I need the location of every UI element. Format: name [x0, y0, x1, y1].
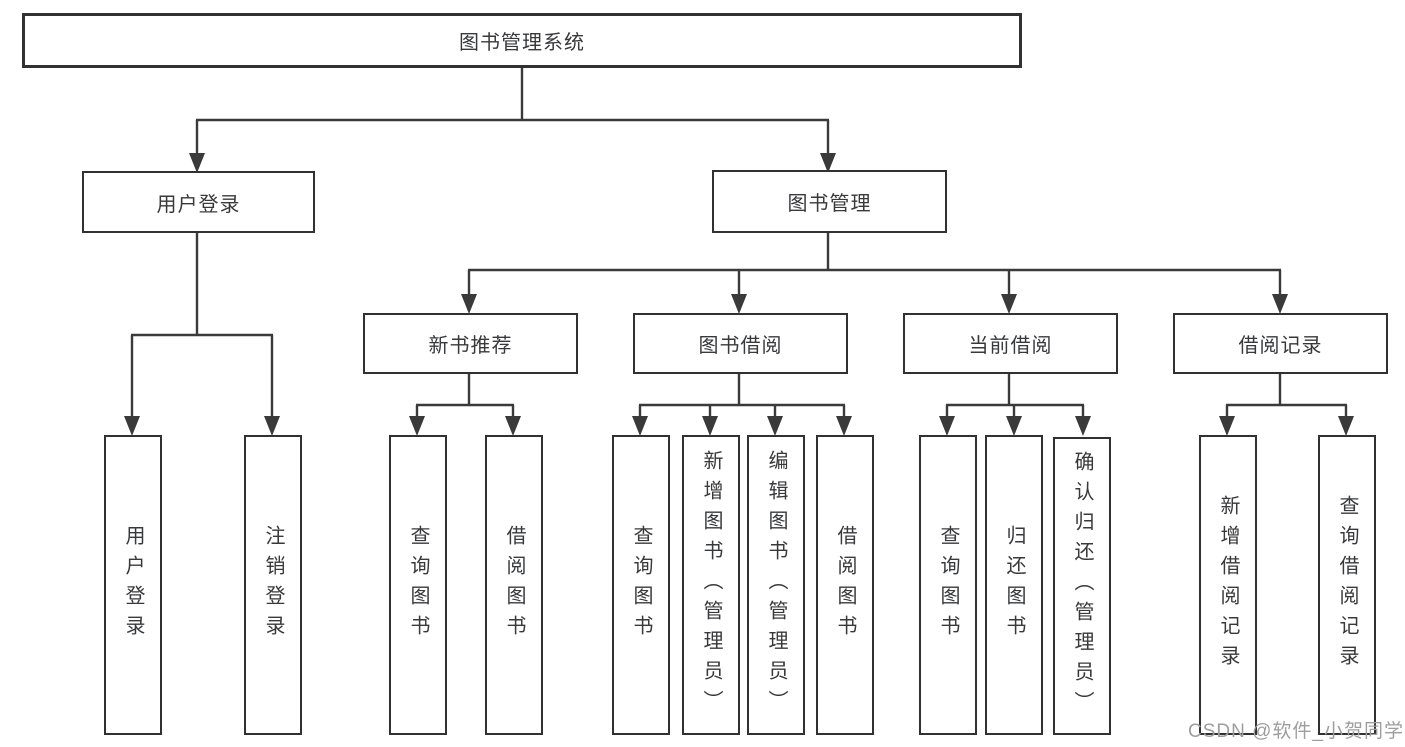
leaf-query-borrow-record: 查询借阅记录 — [1318, 435, 1376, 735]
leaf-add-book-admin: 新增图书（管理员） — [682, 435, 740, 735]
leaf-label: 确认归还（管理员） — [1071, 451, 1093, 721]
csdn-watermark: CSDN @软件_小贺同学 — [1188, 721, 1404, 742]
leaf-edit-book-admin: 编辑图书（管理员） — [747, 435, 805, 735]
leaf-label: 注销登录 — [262, 525, 284, 645]
leaf-confirm-return-admin: 确认归还（管理员） — [1053, 437, 1111, 735]
node-label: 当前借阅 — [968, 335, 1053, 357]
leaf-return-book: 归还图书 — [985, 435, 1043, 735]
node-library-management-system: 图书管理系统 — [22, 13, 1022, 68]
leaf-label: 借阅图书 — [503, 525, 525, 645]
leaf-query-books-borrow: 查询图书 — [612, 435, 670, 735]
leaf-borrow-books: 借阅图书 — [816, 435, 874, 735]
leaf-label: 新增图书（管理员） — [700, 450, 722, 720]
node-book-management: 图书管理 — [712, 170, 947, 233]
node-book-borrow: 图书借阅 — [633, 313, 848, 374]
leaf-label: 编辑图书（管理员） — [765, 450, 787, 720]
leaf-label: 用户登录 — [122, 525, 144, 645]
node-borrow-records: 借阅记录 — [1173, 313, 1388, 374]
leaf-add-borrow-record: 新增借阅记录 — [1199, 435, 1257, 735]
leaf-label: 归还图书 — [1003, 525, 1025, 645]
leaf-label: 查询图书 — [407, 525, 429, 645]
node-label: 用户登录 — [156, 193, 241, 216]
node-label: 新书推荐 — [428, 335, 513, 357]
node-label: 图书借阅 — [698, 335, 783, 357]
node-user-login: 用户登录 — [82, 171, 315, 233]
leaf-logout: 注销登录 — [244, 435, 302, 735]
node-new-book-recommend: 新书推荐 — [363, 313, 578, 374]
leaf-query-books-recommend: 查询图书 — [389, 435, 447, 735]
leaf-query-books-current: 查询图书 — [919, 435, 977, 735]
leaf-label: 借阅图书 — [834, 525, 856, 645]
node-label: 图书管理系统 — [459, 32, 585, 54]
leaf-label: 查询图书 — [630, 525, 652, 645]
leaf-user-login: 用户登录 — [104, 435, 162, 735]
leaf-label: 新增借阅记录 — [1217, 495, 1239, 675]
node-current-borrow: 当前借阅 — [903, 313, 1118, 374]
node-label: 图书管理 — [787, 193, 872, 215]
node-label: 借阅记录 — [1238, 335, 1323, 357]
leaf-borrow-books-recommend: 借阅图书 — [485, 435, 543, 735]
leaf-label: 查询图书 — [937, 525, 959, 645]
leaf-label: 查询借阅记录 — [1336, 495, 1358, 675]
